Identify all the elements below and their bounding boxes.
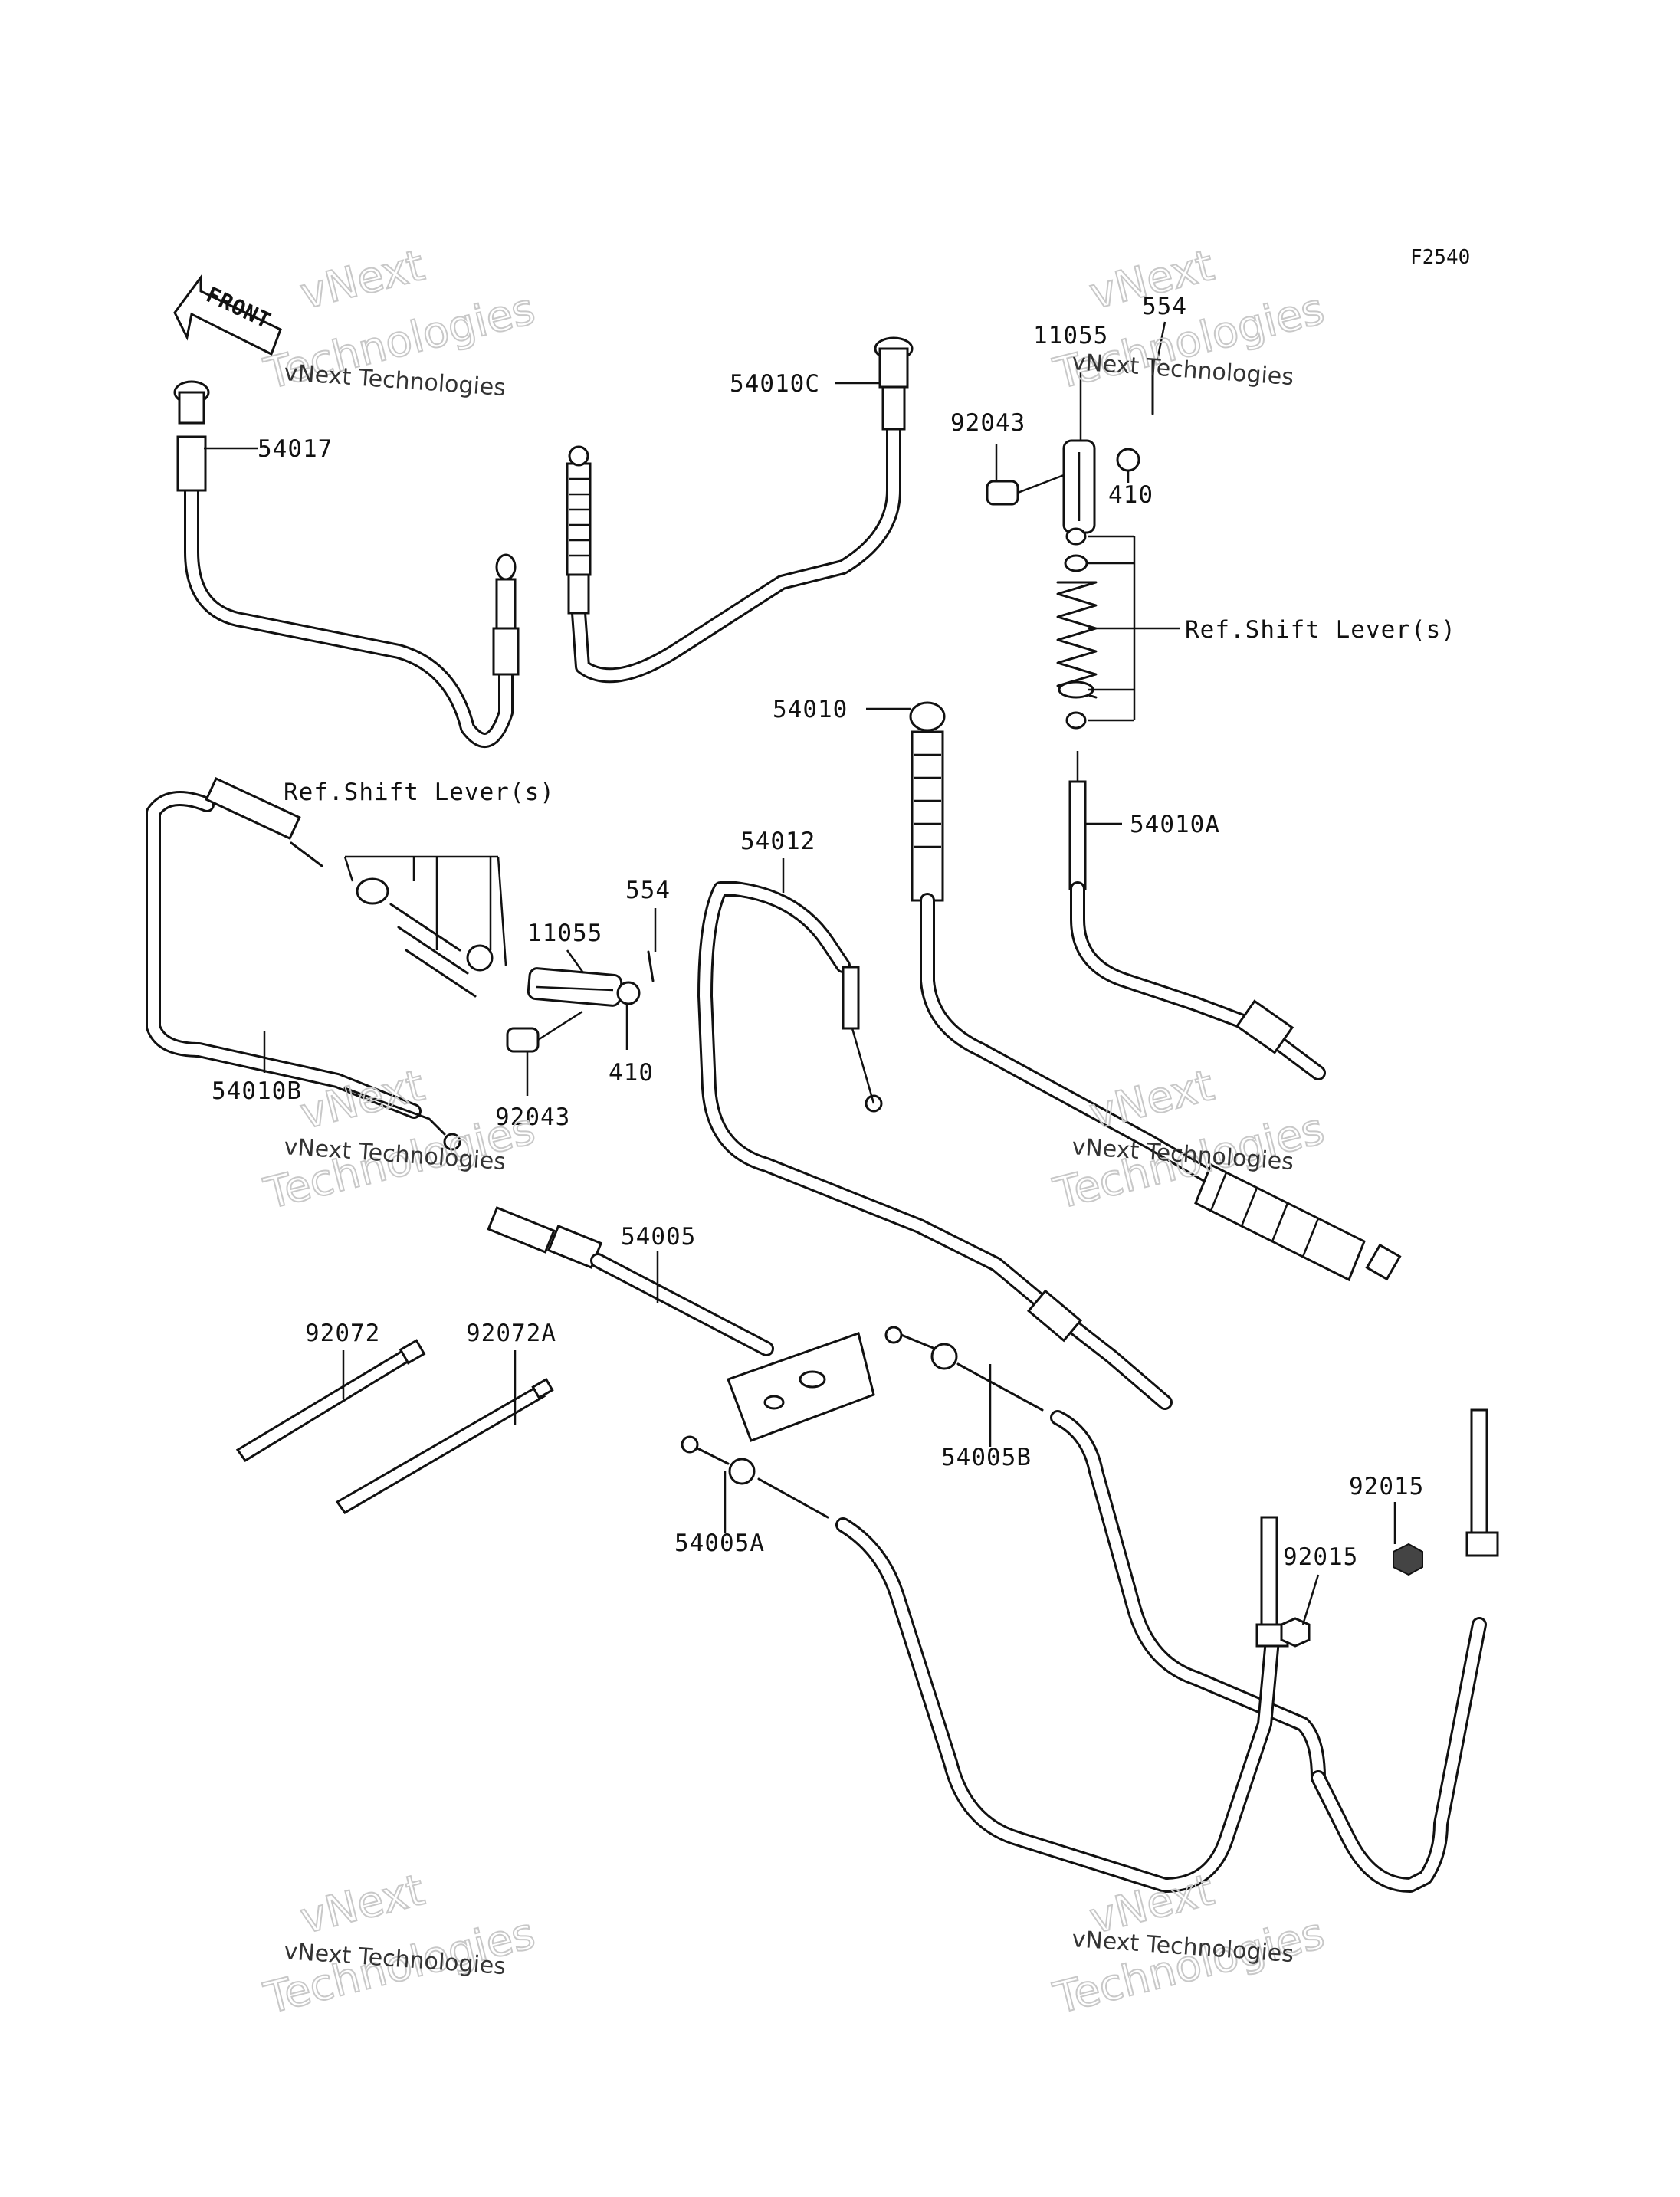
- label-11055-mid: 11055: [527, 920, 602, 947]
- label-54010A: 54010A: [1130, 811, 1220, 838]
- watermark: vNext Technologies vNext Technologies: [1048, 1864, 1330, 2025]
- cable-tie-92072: [235, 1339, 426, 1463]
- cable-54010: [909, 701, 1402, 1282]
- label-54012: 54012: [740, 828, 815, 855]
- watermark: vNext Technologies vNext Technologies: [258, 240, 540, 402]
- label-54010B: 54010B: [212, 1077, 302, 1105]
- label-410-top: 410: [1108, 481, 1153, 509]
- cable-54005: [487, 1206, 875, 1442]
- clevis-11055-top: [986, 359, 1180, 730]
- label-92015-a: 92015: [1349, 1473, 1424, 1500]
- cable-tie-92072A: [335, 1378, 554, 1514]
- cable-54012: [697, 881, 1173, 1410]
- cable-54010A: [1068, 751, 1326, 1080]
- label-92072A: 92072A: [466, 1320, 556, 1347]
- label-92043-top: 92043: [950, 409, 1025, 437]
- label-11055-top: 11055: [1033, 322, 1108, 349]
- label-54017: 54017: [258, 435, 333, 463]
- label-ref-shift-lever-right: Ref.Shift Lever(s): [1185, 616, 1456, 644]
- label-554-top: 554: [1142, 293, 1187, 320]
- front-arrow-icon: FRONT: [173, 274, 282, 356]
- label-554-mid: 554: [625, 877, 671, 904]
- nut-92015-a: [1393, 1543, 1423, 1576]
- cable-end-right: [1311, 1408, 1499, 1893]
- watermark-vnext: vNext: [296, 241, 429, 320]
- label-54005B: 54005B: [941, 1444, 1032, 1471]
- cable-54005B: [884, 1326, 1326, 1785]
- label-92015-b: 92015: [1283, 1543, 1358, 1571]
- cable-54010B: [146, 777, 494, 1151]
- label-92072: 92072: [305, 1320, 380, 1347]
- watermark-vnext: vNext: [296, 1865, 429, 1944]
- label-92043-mid: 92043: [495, 1103, 570, 1131]
- label-54005A: 54005A: [674, 1530, 765, 1557]
- label-54010C: 54010C: [730, 370, 820, 398]
- clevis-11055-mid: [343, 855, 655, 1053]
- cable-54010C: [566, 336, 914, 684]
- nut-92015-b: [1280, 1617, 1311, 1648]
- label-54010: 54010: [773, 696, 848, 723]
- cable-54017: [173, 380, 520, 748]
- watermark: vNext Technologies vNext Technologies: [258, 1864, 540, 2025]
- label-ref-shift-lever-left: Ref.Shift Lever(s): [284, 779, 555, 806]
- leader-lines: [204, 321, 1396, 1625]
- cable-54005A: [681, 1435, 1289, 1893]
- label-410-mid: 410: [609, 1059, 654, 1087]
- label-54005: 54005: [621, 1223, 696, 1251]
- watermark: vNext Technologies vNext Technologies: [1048, 1060, 1330, 1220]
- figure-code: F2540: [1410, 246, 1470, 269]
- watermark-vnext: vNext: [1085, 1061, 1219, 1139]
